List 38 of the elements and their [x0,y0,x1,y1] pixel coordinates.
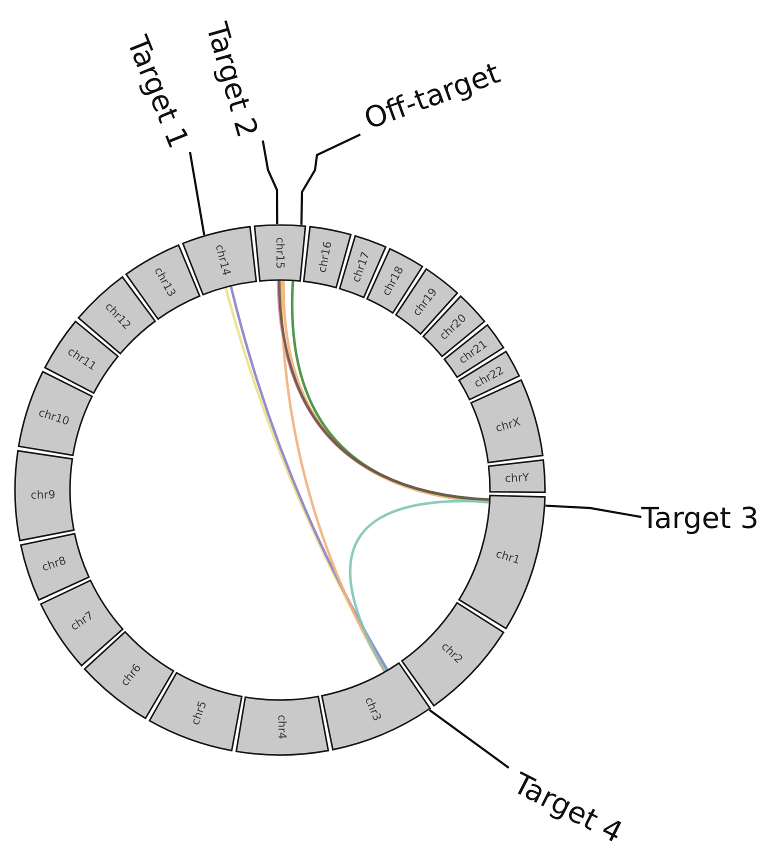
chromosome-label: chrX [494,416,522,434]
chromosome-segment [17,370,94,457]
chromosome-label: chr10 [37,406,71,427]
chord-link [348,500,490,672]
leader-line [300,134,361,225]
chromosome-label: chr16 [316,240,334,274]
chromosome-segment [400,601,505,707]
chromosome-segment [14,449,75,542]
chromosome-segment [181,225,258,296]
chromosome-label: chr17 [350,250,372,284]
chromosome-label: chr1 [494,548,522,566]
chromosome-segment [253,224,307,282]
leader-line [428,709,510,769]
target-label: Target 1 [122,32,194,152]
chromosome-label: chr5 [189,700,208,727]
chromosome-label: chrY [504,471,530,484]
chromosome-segment [39,579,124,667]
chromosome-segment [302,225,352,289]
target-label: Target 3 [641,502,759,534]
chromosome-label: chr14 [213,242,232,276]
chromosome-label: chr15 [274,236,286,268]
chord-link [280,280,386,673]
leader-line [188,152,206,236]
chromosome-label: chr4 [276,715,288,740]
target-label: Target 2 [201,19,263,141]
chromosome-label: chr7 [68,610,96,632]
chromosome-label: chr8 [41,555,68,574]
chromosome-label: chr9 [30,489,55,501]
chromosome-segment [320,662,432,751]
leader-line [545,504,642,518]
chromosome-segment [19,532,90,601]
chromosome-segment [148,671,243,752]
chromosome-label: chr3 [362,695,383,722]
chromosome-segment [487,459,546,494]
chromosome-segment [83,630,175,720]
leader-line [262,140,278,224]
chromosome-label: chr18 [380,264,406,298]
chromosome-segment [235,695,330,756]
